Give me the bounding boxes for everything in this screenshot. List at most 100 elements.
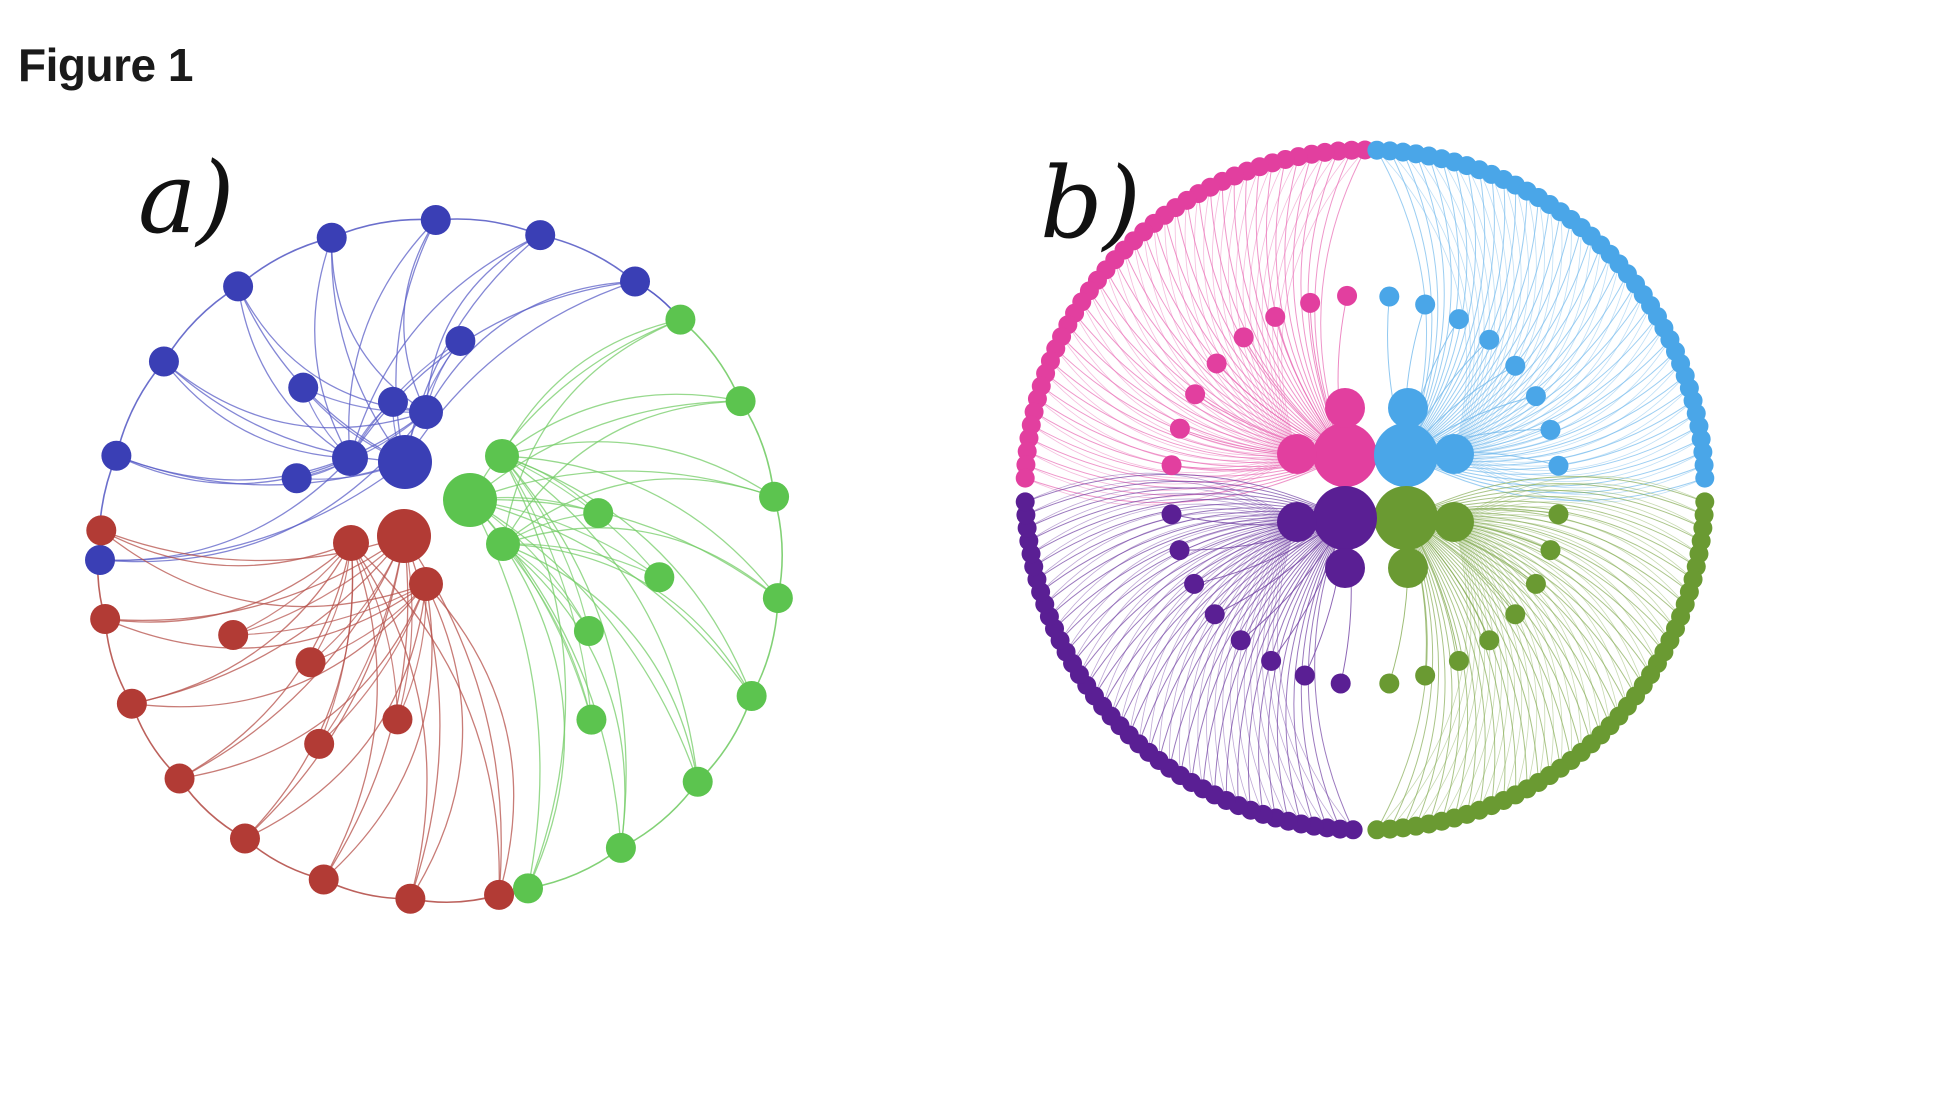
edge (501, 455, 779, 599)
edge (502, 478, 775, 545)
nodes-layer-b (1015, 140, 1715, 840)
edge (620, 781, 699, 849)
network-node (223, 271, 254, 302)
edge (1453, 521, 1538, 789)
edge (1237, 517, 1346, 806)
edge (1180, 517, 1346, 776)
edge (1225, 517, 1346, 801)
edge (1453, 514, 1690, 593)
edge (1036, 508, 1298, 580)
edge (1033, 411, 1298, 474)
edge (1389, 150, 1471, 455)
edge (1453, 425, 1700, 477)
network-node (1540, 540, 1561, 561)
edge (1453, 489, 1704, 529)
edge (435, 218, 541, 236)
edge (1027, 451, 1298, 491)
edge (1453, 521, 1611, 726)
edge (409, 583, 464, 900)
edge (1453, 501, 1700, 555)
edge (1453, 400, 1694, 467)
edge (1405, 169, 1486, 456)
edge (1405, 174, 1495, 456)
edge (1453, 521, 1582, 753)
network-node (1184, 573, 1205, 594)
edge (1453, 517, 1686, 605)
edge (1405, 454, 1705, 501)
edge (1453, 211, 1563, 455)
edge (1405, 476, 1705, 519)
edge (100, 529, 352, 567)
network-node (148, 346, 179, 377)
edge (502, 543, 699, 782)
hub-node (1277, 502, 1317, 542)
hub-node (377, 509, 431, 563)
edge (1233, 175, 1346, 456)
edge (163, 361, 351, 459)
hub-node (485, 439, 519, 473)
edge (1203, 187, 1298, 455)
edge (1242, 162, 1298, 455)
edge (1174, 207, 1298, 455)
edge (330, 237, 406, 463)
edge (314, 237, 351, 459)
network-diagram-a (85, 205, 793, 914)
network-node (1540, 419, 1561, 440)
edge (501, 455, 753, 697)
edge (1415, 521, 1480, 827)
edge (1026, 486, 1298, 529)
edge (1293, 517, 1346, 827)
network-node (1161, 504, 1182, 525)
network-node (101, 440, 132, 471)
edge (1405, 244, 1602, 456)
edge (1405, 517, 1561, 769)
network-node (1294, 665, 1315, 686)
edge (179, 535, 405, 780)
edge (403, 219, 437, 413)
hub-node (1313, 486, 1377, 550)
network-node (759, 481, 790, 512)
network-node (1185, 384, 1206, 405)
network-node (1206, 353, 1227, 374)
edge (99, 457, 351, 562)
edge (1206, 521, 1298, 795)
edge (1050, 360, 1298, 459)
edge (1441, 521, 1491, 822)
edge (1453, 521, 1665, 653)
network-node (484, 879, 515, 910)
network-node (85, 545, 115, 575)
edge (502, 543, 566, 889)
network-node (295, 647, 326, 678)
panel-label-b: b) (1040, 147, 1141, 261)
edge (501, 393, 741, 457)
edge (540, 234, 636, 283)
edge (1405, 219, 1572, 456)
edge (349, 280, 636, 459)
edge (99, 411, 427, 563)
edge (1453, 521, 1636, 697)
hub-node (1374, 486, 1438, 550)
edge (1143, 231, 1298, 455)
edge (323, 542, 378, 880)
edge (501, 455, 592, 720)
edge (1285, 517, 1346, 825)
edge (1220, 175, 1298, 455)
edge (179, 542, 352, 780)
edge (1453, 521, 1592, 744)
hub-node (1434, 434, 1474, 474)
network-diagram-b (1015, 140, 1715, 840)
edge (1405, 197, 1539, 456)
network-node (377, 386, 408, 417)
edge (163, 361, 406, 463)
edge (1415, 153, 1480, 455)
edge (1453, 351, 1676, 456)
edge (1128, 521, 1298, 736)
edge (502, 400, 741, 545)
edge (1453, 219, 1572, 455)
edge (1453, 327, 1665, 455)
edge (501, 441, 775, 498)
edge (1025, 454, 1346, 504)
edge (1453, 521, 1658, 664)
edge (1453, 521, 1516, 806)
network-node (1169, 418, 1190, 439)
